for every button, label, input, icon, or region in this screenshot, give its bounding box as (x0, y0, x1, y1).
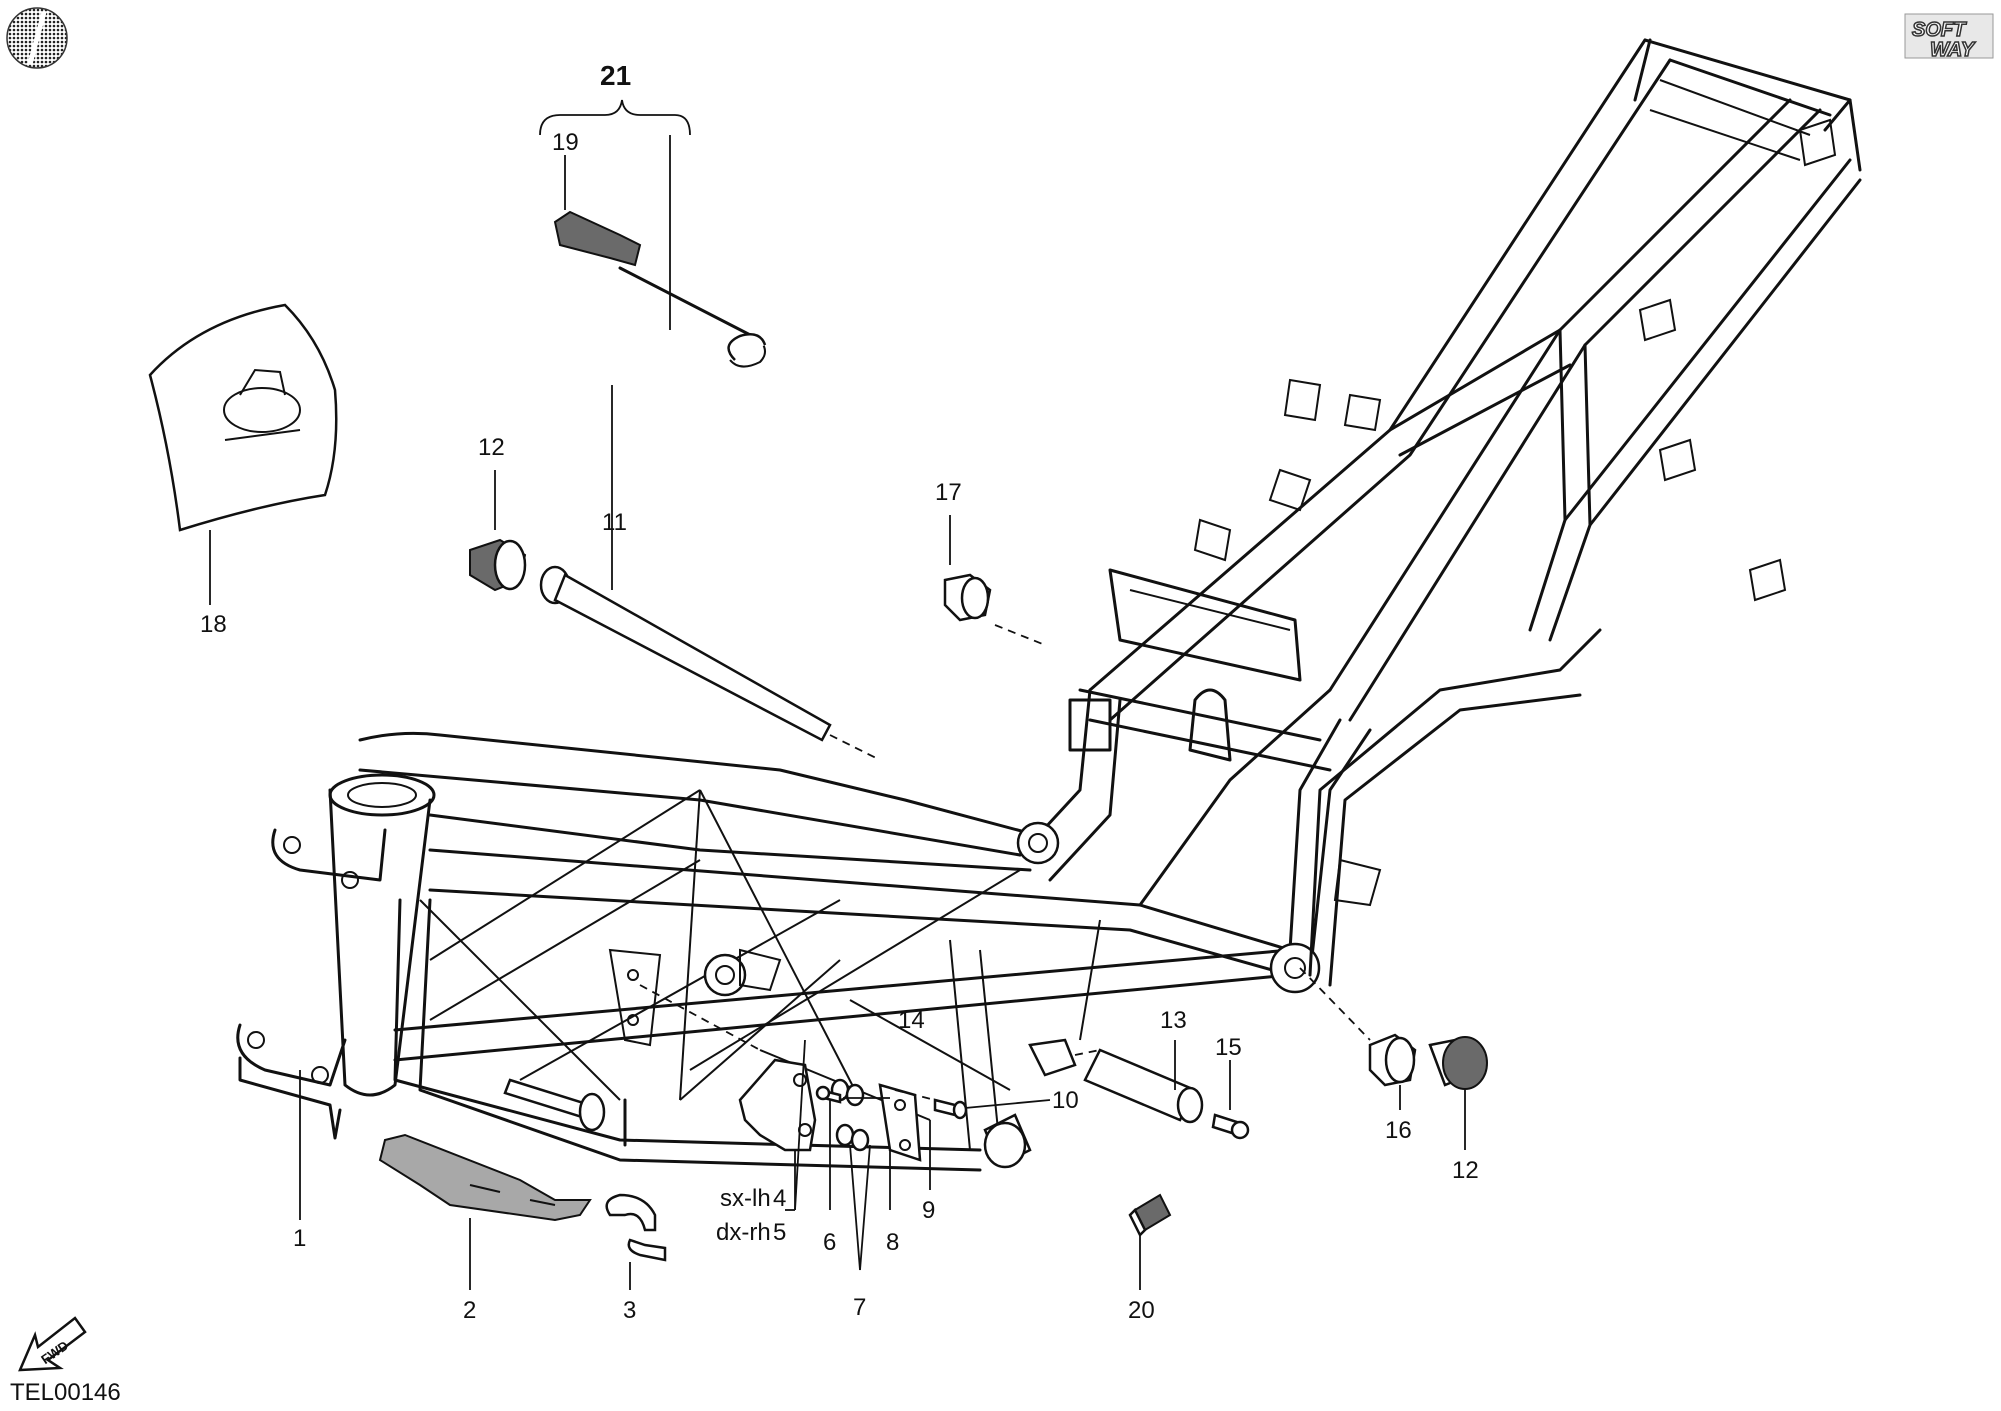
callout-5: 5 (773, 1219, 786, 1246)
rubber-cap-12-right (1428, 1036, 1488, 1090)
callout-10: 10 (1052, 1087, 1079, 1114)
lower-bolt (503, 1078, 606, 1132)
bracket-4-5 (738, 1058, 817, 1152)
grommet-20 (1128, 1193, 1172, 1238)
document-code: TEL00146 (10, 1379, 121, 1406)
side-panel-with-filler-cap (148, 303, 338, 532)
round-hatched-logo-icon (6, 7, 68, 69)
callout-9: 9 (922, 1197, 935, 1224)
callout-13: 13 (1160, 1007, 1187, 1034)
motorcycle-frame (236, 38, 1862, 1172)
bushing-16 (1368, 1033, 1417, 1087)
clip-3 (605, 1193, 667, 1262)
callout-15: 15 (1215, 1034, 1242, 1061)
callout-3: 3 (623, 1297, 636, 1324)
skid-plate-2 (378, 1133, 592, 1222)
callout-7: 7 (853, 1294, 866, 1321)
callout-20: 20 (1128, 1297, 1155, 1324)
callout-17: 17 (935, 479, 962, 506)
callout-16: 16 (1385, 1117, 1412, 1144)
callout-11: 11 (602, 509, 627, 536)
softway-logo: SOFT WAY (1904, 13, 1994, 62)
side-label-right: dx-rh (716, 1219, 771, 1246)
callout-12-right: 12 (1452, 1157, 1479, 1184)
callout-4: 4 (773, 1185, 786, 1212)
mount-bracket-10 (983, 1038, 1077, 1169)
fwd-arrow-icon: FWD (18, 1316, 87, 1372)
screw-14 (815, 1085, 842, 1104)
brand-line-2: WAY (1930, 39, 1976, 61)
spacer-tube-13 (1083, 1048, 1204, 1124)
callout-6: 6 (823, 1229, 836, 1256)
long-bolt-11 (539, 565, 832, 742)
callout-labels: 21 19 12 11 17 18 1 2 3 sx-lh 4 dx-rh 5 … (200, 60, 1479, 1324)
callout-12-left: 12 (478, 434, 505, 461)
brand-line-1: SOFT (1912, 19, 1967, 41)
rubber-bushing-12-left (469, 538, 527, 592)
callout-8: 8 (886, 1229, 899, 1256)
leader-lines (209, 99, 1466, 1290)
callout-19: 19 (552, 129, 579, 156)
callout-1: 1 (293, 1225, 306, 1252)
bushing-17 (943, 573, 992, 622)
callout-21: 21 (600, 60, 631, 91)
callout-14: 14 (898, 1007, 925, 1034)
callout-2: 2 (463, 1297, 476, 1324)
side-label-left: sx-lh (720, 1185, 771, 1212)
seat-latch-with-cable (553, 210, 767, 368)
callout-18: 18 (200, 611, 227, 638)
bolt-15 (1211, 1113, 1250, 1140)
